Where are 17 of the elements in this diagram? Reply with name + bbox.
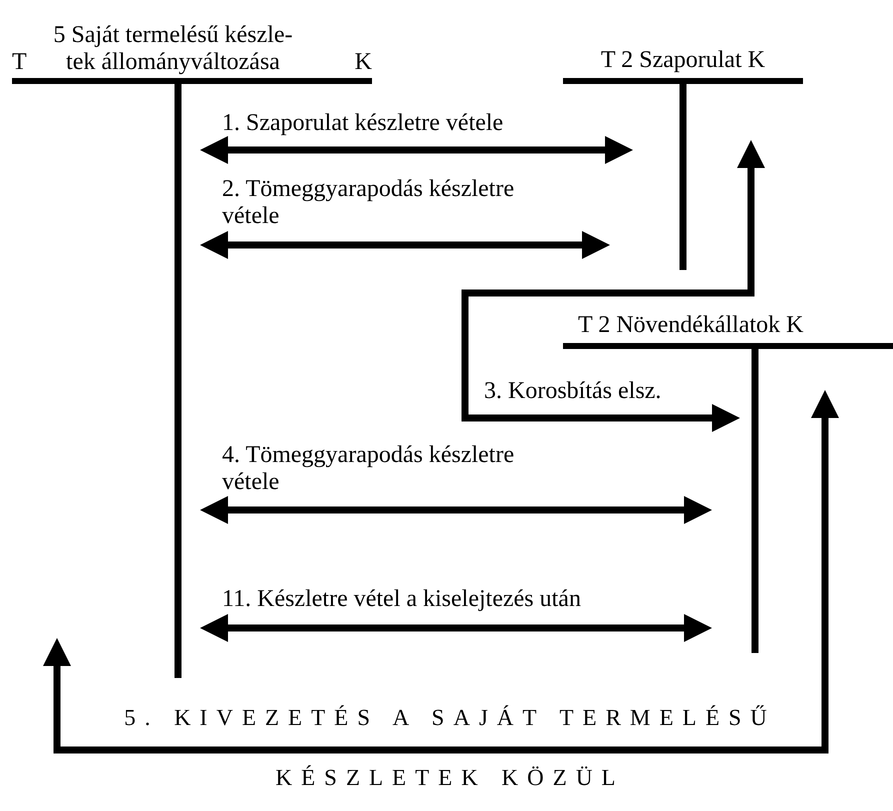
account-title: T [12,49,27,76]
arrow [200,231,610,259]
account-title: 5 Saját termelésű készle- tek állományváltozása [52,22,294,76]
arrow [200,136,633,164]
arrow [43,390,839,754]
account-title: T 2 Növendékállatok K [578,312,804,339]
account-title: T 2 Szaporulat K [600,47,766,74]
edge-label: 5. KIVEZETÉS A SAJÁT TERMELÉSŰ KÉSZLETEK KÖZÜL [123,704,777,792]
edge-label: 3. Korosbítás elsz. [484,378,662,405]
edge-label: 2. Tömeggyarapodás készletre vétele [222,176,516,230]
arrow [200,614,712,642]
edge-label: 11. Készletre vétel a kiselejtezés után [222,586,582,613]
edge-label: 4. Tömeggyarapodás készletre vétele [222,442,516,496]
account-title: K [354,49,372,76]
edge-label: 1. Szaporulat készletre vétele [222,110,504,137]
arrow [200,496,712,524]
arrow [462,140,765,432]
